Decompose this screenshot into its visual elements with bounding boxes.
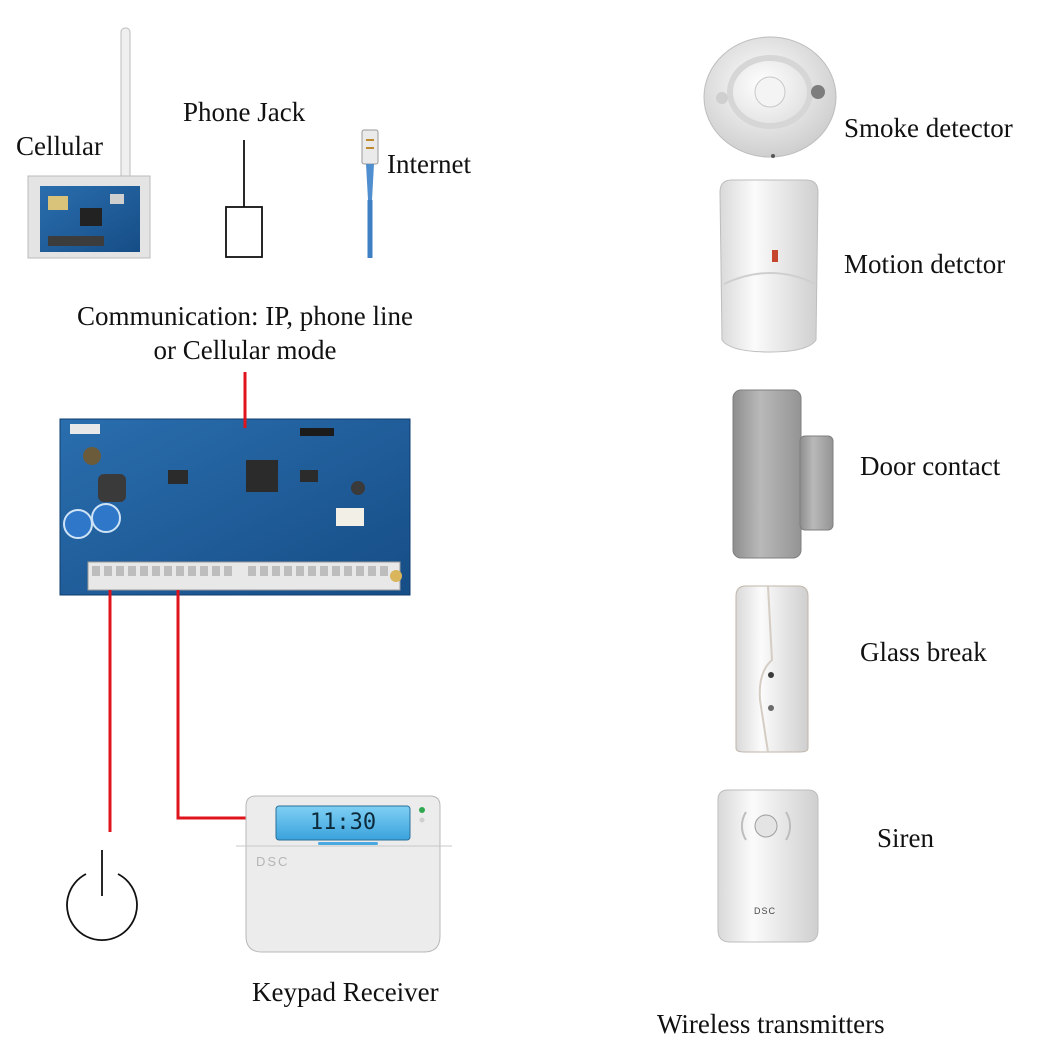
ethernet-cable-icon	[361, 129, 379, 258]
siren-device	[717, 789, 819, 943]
glass-break-label: Glass break	[860, 637, 987, 667]
cellular-module	[27, 27, 151, 259]
keypad-device	[236, 795, 452, 953]
keypad-receiver-label: Keypad Receiver	[252, 977, 439, 1007]
power-icon	[66, 850, 138, 942]
door-contact-label: Door contact	[860, 451, 1001, 481]
siren-brand-logo: DSC	[754, 906, 777, 916]
internet-label: Internet	[387, 149, 471, 179]
motion-detector-device	[719, 179, 819, 353]
communication-label-line2: or Cellular mode	[153, 335, 337, 365]
motion-detector-label: Motion detctor	[844, 249, 1006, 279]
communication-label-line1: Communication: IP, phone line	[77, 301, 413, 331]
smoke-detector-label: Smoke detector	[844, 113, 1013, 143]
cellular-label: Cellular	[16, 131, 103, 161]
keypad-brand-logo: DSC	[256, 854, 290, 869]
wiring	[108, 372, 247, 832]
cellular-antenna	[120, 27, 131, 189]
door-contact-device	[732, 389, 834, 559]
smoke-detector-device	[703, 36, 837, 158]
phone-jack-icon	[225, 140, 263, 258]
wireless-transmitters-label: Wireless transmitters	[657, 1009, 885, 1039]
siren-label: Siren	[877, 823, 934, 853]
glass-break-device	[735, 585, 809, 753]
phone-jack-label: Phone Jack	[183, 97, 306, 127]
keypad-display-text: 11:30	[309, 810, 377, 835]
wire-keypad	[176, 590, 246, 820]
keypad-lcd	[275, 805, 411, 841]
control-panel-board	[59, 418, 411, 596]
